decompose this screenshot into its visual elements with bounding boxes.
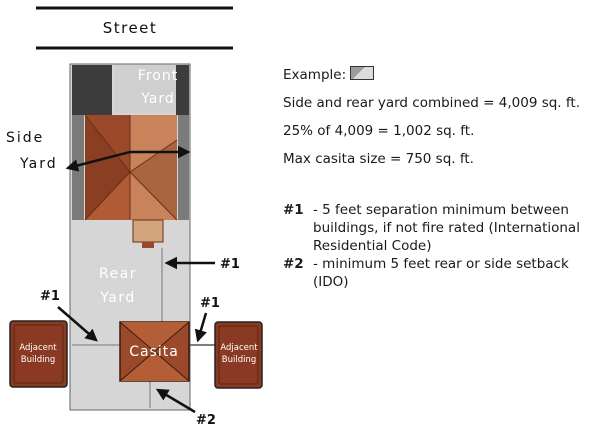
house-roof bbox=[84, 114, 178, 248]
note-2: #2 - minimum 5 feet rear or side setback… bbox=[283, 255, 583, 290]
adjacent-building-right-label-line1: Adjacent bbox=[220, 343, 258, 353]
callout-1-arrow-casita-right bbox=[194, 312, 208, 343]
side-yard-label-line1: Side bbox=[6, 130, 44, 146]
adjacent-building-left bbox=[9, 320, 68, 388]
rear-yard-label-line2: Yard bbox=[99, 290, 136, 306]
note-2-num: #2 bbox=[283, 256, 304, 272]
legend-swatch bbox=[350, 66, 375, 80]
front-yard-area bbox=[114, 65, 176, 113]
adjacent-building-left-label-line2: Building bbox=[21, 355, 55, 365]
side-yard-arrow-left bbox=[65, 150, 131, 172]
adjacent-building-right bbox=[214, 321, 263, 389]
front-yard-label-line1: Front bbox=[138, 68, 178, 84]
callout-1-arrow-left bbox=[57, 306, 98, 342]
note-1: #1 - 5 feet separation minimum between b… bbox=[283, 201, 583, 261]
legend-example-label: Example: bbox=[283, 67, 347, 83]
adjacent-building-right-label-line2: Building bbox=[222, 355, 256, 365]
note-1-num: #1 bbox=[283, 202, 304, 218]
adjacent-building-left-label-line1: Adjacent bbox=[19, 343, 57, 353]
callout-2-label: #2 bbox=[196, 413, 216, 428]
casita-label: Casita bbox=[129, 344, 179, 360]
side-yard-label-line2: Yard bbox=[19, 156, 58, 172]
callout-1-label-right: #1 bbox=[220, 257, 240, 272]
legend-percent: 25% of 4,009 = 1,002 sq. ft. bbox=[283, 123, 475, 139]
note-1-text: - 5 feet separation minimum between buil… bbox=[313, 202, 580, 254]
casita-building bbox=[119, 321, 190, 382]
right-dark-block bbox=[176, 65, 189, 115]
legend-example: Example: bbox=[283, 66, 375, 84]
note-2-text: - minimum 5 feet rear or side setback (I… bbox=[313, 256, 569, 290]
street-label: Street bbox=[103, 19, 158, 37]
legend-max: Max casita size = 750 sq. ft. bbox=[283, 151, 474, 167]
rear-yard-label-line1: Rear bbox=[99, 266, 137, 282]
legend-combined: Side and rear yard combined = 4,009 sq. … bbox=[283, 95, 580, 111]
left-dark-block bbox=[72, 65, 112, 115]
callout-2-arrow bbox=[155, 388, 196, 414]
side-yard-right bbox=[178, 115, 189, 220]
callout-1-label-left: #1 bbox=[40, 289, 60, 304]
front-yard-label-line2: Yard bbox=[140, 91, 175, 107]
callout-1-label-casita-right: #1 bbox=[200, 296, 220, 311]
